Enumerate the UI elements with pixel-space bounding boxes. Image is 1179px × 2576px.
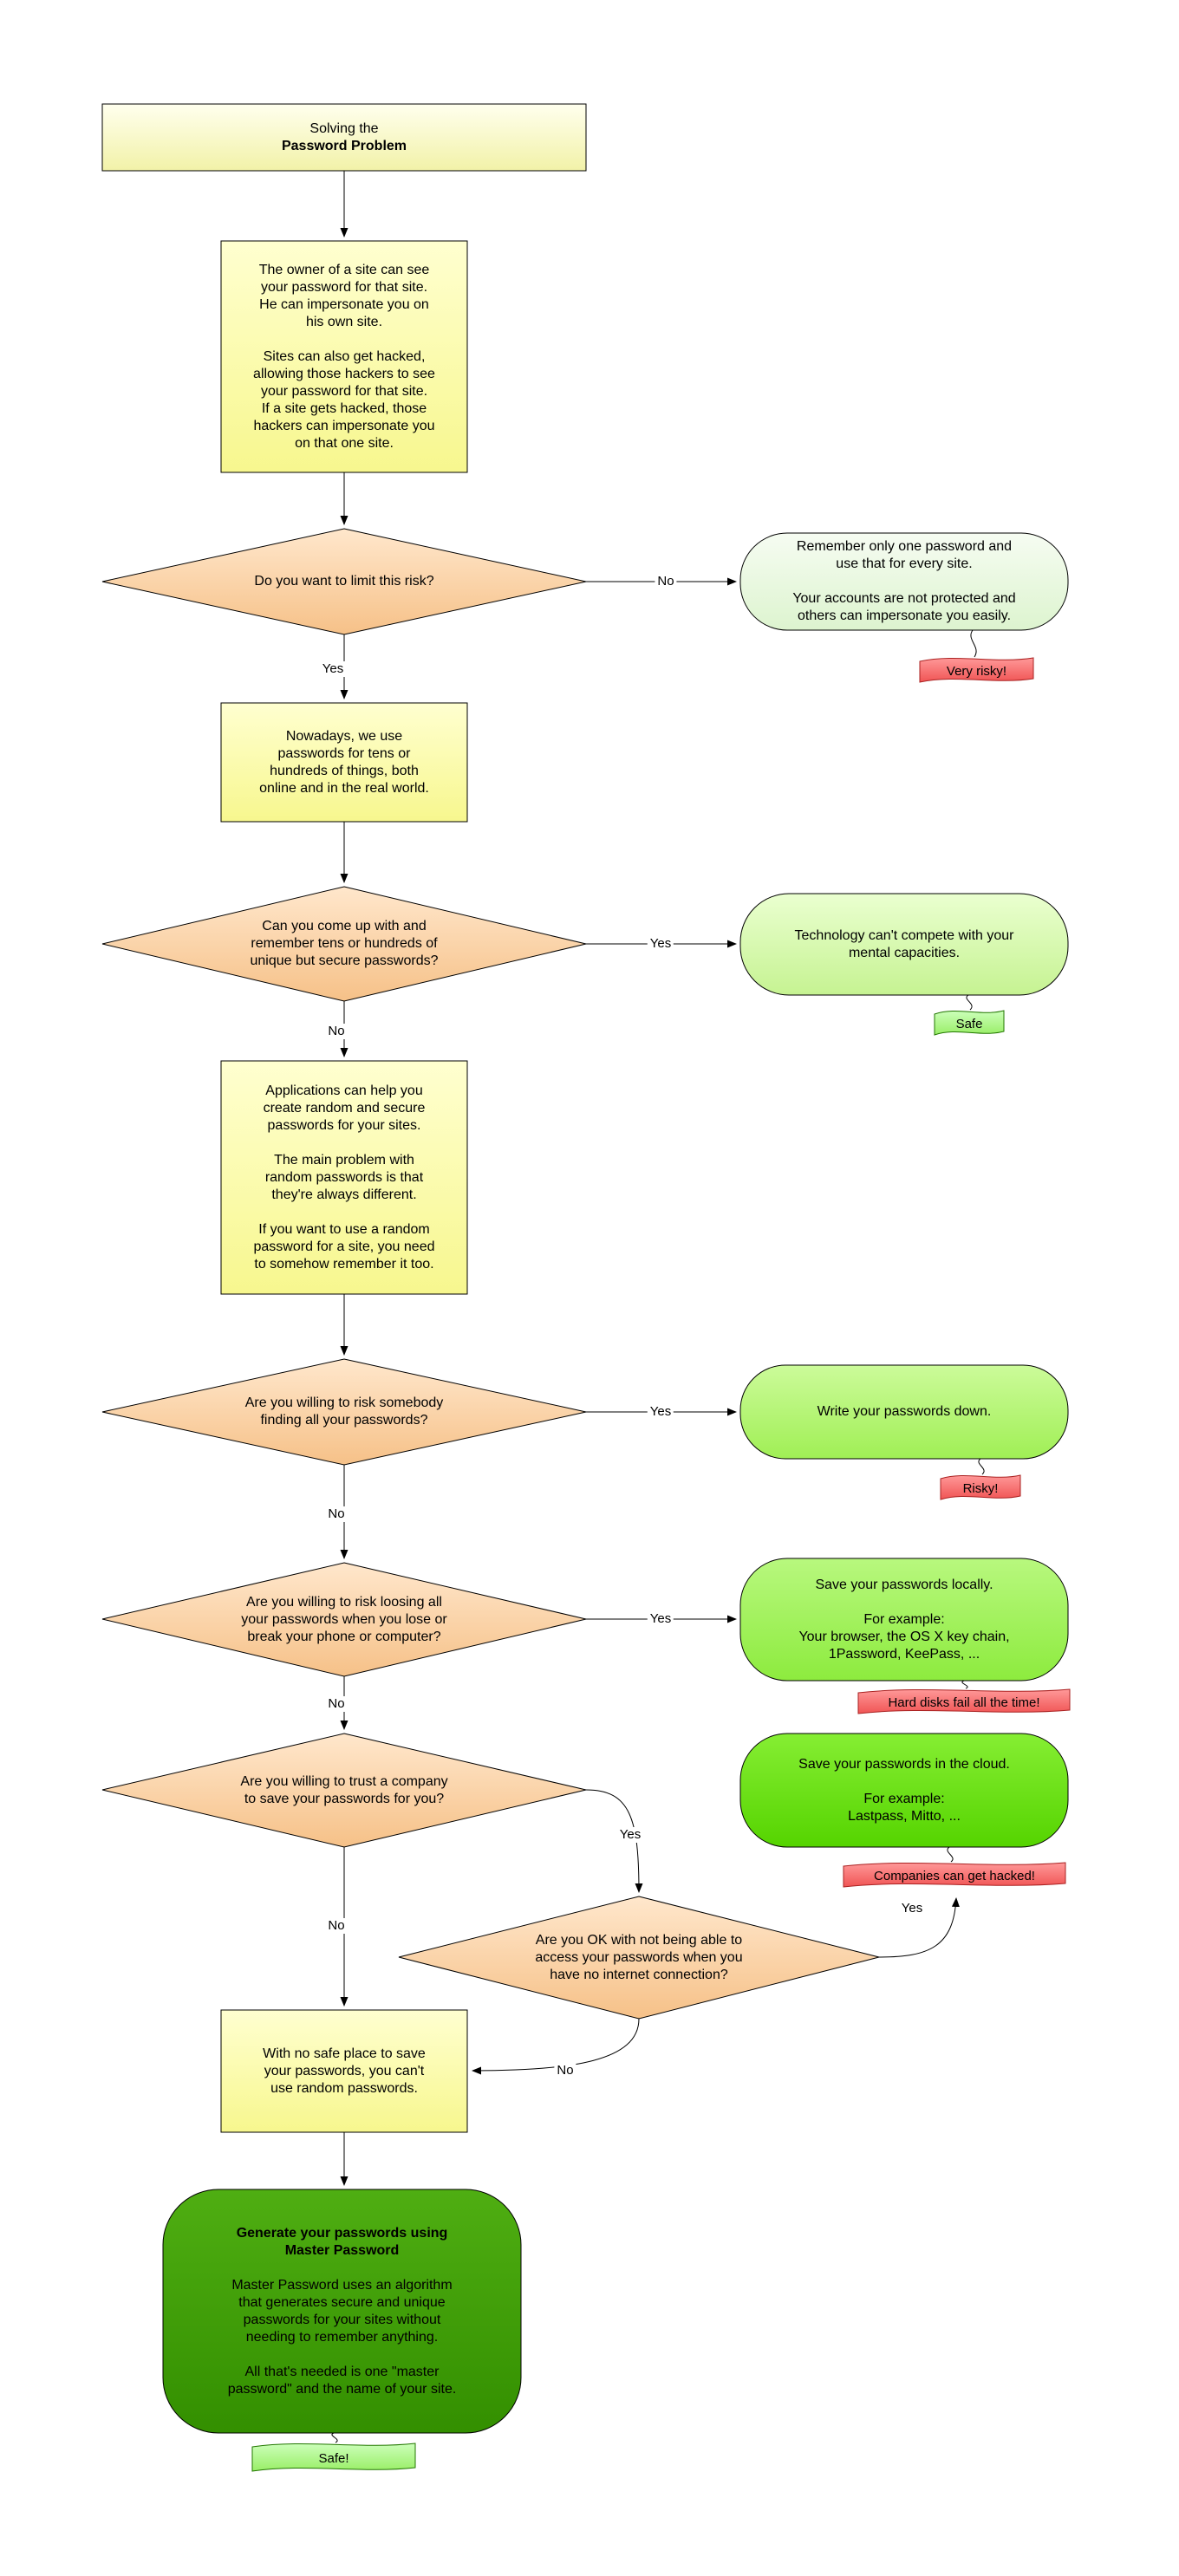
result-save-locally-label: Save your passwords locally. For example…: [798, 1577, 1010, 1662]
connector-safe-final: [331, 2432, 338, 2443]
info-no-safe-place-shape: [220, 2009, 468, 2133]
result-write-down-label: Write your passwords down.: [817, 1404, 992, 1419]
edge-label-risk-losing-yes: Yes: [647, 1611, 674, 1627]
info-many-passwords-label: Nowadays, we use passwords for tens or h…: [259, 728, 429, 796]
ribbon-very-risky-label: Very risky!: [946, 663, 1007, 679]
ribbon-hard-disks-label: Hard disks fail all the time!: [888, 1695, 1040, 1710]
edge-label-limit-risk-yes: Yes: [319, 661, 347, 677]
result-one-password-label: Remember only one password and use that …: [792, 539, 1016, 623]
end-master-password-body: Master Password uses an algorithm that g…: [227, 2277, 457, 2397]
edge-label-offline-no: No: [554, 2063, 576, 2078]
result-save-cloud-label: Save your passwords in the cloud. For ex…: [798, 1756, 1010, 1824]
ribbon-hard-disks-shape: [857, 1688, 1071, 1714]
ribbon-companies-hacked-label: Companies can get hacked!: [874, 1868, 1035, 1883]
decision-trust-company-label: Are you willing to trust a company to sa…: [240, 1773, 448, 1806]
edge-label-trust-company-yes: Yes: [616, 1827, 644, 1843]
connector-very-risky: [970, 629, 977, 658]
edge-q6-yes-arrow: [878, 1897, 960, 1958]
connector-companies-hacked: [947, 1846, 954, 1863]
result-one-password-shape: [739, 532, 1069, 631]
edge-label-risk-found-no: No: [325, 1506, 348, 1522]
start-title-line2: Password Problem: [281, 138, 407, 153]
ribbon-risky-label: Risky!: [962, 1480, 999, 1496]
decision-risk-losing-label: Are you willing to risk loosing all your…: [241, 1594, 447, 1644]
ribbon-very-risky-shape: [919, 657, 1034, 683]
edge-label-remember-many-no: No: [325, 1024, 348, 1039]
info-site-owner-label: The owner of a site can see your passwor…: [253, 262, 435, 451]
decision-risk-found-label: Are you willing to risk somebody finding…: [244, 1395, 444, 1428]
ribbon-safe-shape: [934, 1010, 1005, 1036]
info-no-safe-place-label: With no safe place to save your password…: [263, 2046, 426, 2096]
result-mental-capacities-shape: [739, 893, 1069, 996]
result-save-cloud-shape: [739, 1733, 1069, 1848]
edge-q6-no-arrow: [472, 2018, 640, 2075]
edge-label-risk-losing-no: No: [325, 1696, 348, 1712]
connector-hard-disks: [961, 1680, 968, 1689]
edge-label-offline-yes: Yes: [898, 1901, 926, 1916]
info-random-apps-shape: [220, 1060, 468, 1295]
info-random-apps-label: Applications can help you create random …: [253, 1083, 435, 1272]
ribbon-companies-hacked-shape: [843, 1862, 1066, 1888]
connector-risky: [978, 1458, 985, 1475]
edge-label-trust-company-no: No: [325, 1918, 348, 1934]
start-title-line1: Solving the: [309, 120, 379, 136]
start-node-shape: [101, 103, 587, 172]
ribbon-safe-final-shape: [251, 2443, 416, 2472]
start-node-label: Solving the Password Problem: [102, 104, 586, 171]
ribbon-safe-label: Safe: [955, 1016, 983, 1031]
decision-limit-risk-label: Do you want to limit this risk?: [254, 574, 434, 589]
result-write-down-shape: [739, 1364, 1069, 1460]
ribbon-safe-final-label: Safe!: [318, 2450, 349, 2466]
result-mental-capacities-label: Technology can't compete with your menta…: [794, 927, 1014, 960]
connector-safe: [966, 994, 973, 1011]
edge-label-risk-found-yes: Yes: [647, 1404, 674, 1420]
info-site-owner-shape: [220, 240, 468, 473]
result-save-locally-shape: [739, 1558, 1069, 1682]
edge-label-remember-many-yes: Yes: [647, 936, 674, 952]
end-master-password-label: Generate your passwords using Master Pas…: [163, 2189, 521, 2433]
edge-q5-yes-arrow: [585, 1789, 643, 1893]
info-many-passwords-shape: [220, 702, 468, 823]
end-master-password-shape: [162, 2189, 522, 2434]
decision-offline-label: Are you OK with not being able to access…: [535, 1932, 743, 1982]
edge-label-limit-risk-no: No: [655, 574, 677, 589]
decision-remember-many-label: Can you come up with and remember tens o…: [250, 919, 439, 968]
ribbon-risky-shape: [940, 1474, 1021, 1500]
end-master-password-heading: Generate your passwords using Master Pas…: [236, 2225, 448, 2258]
